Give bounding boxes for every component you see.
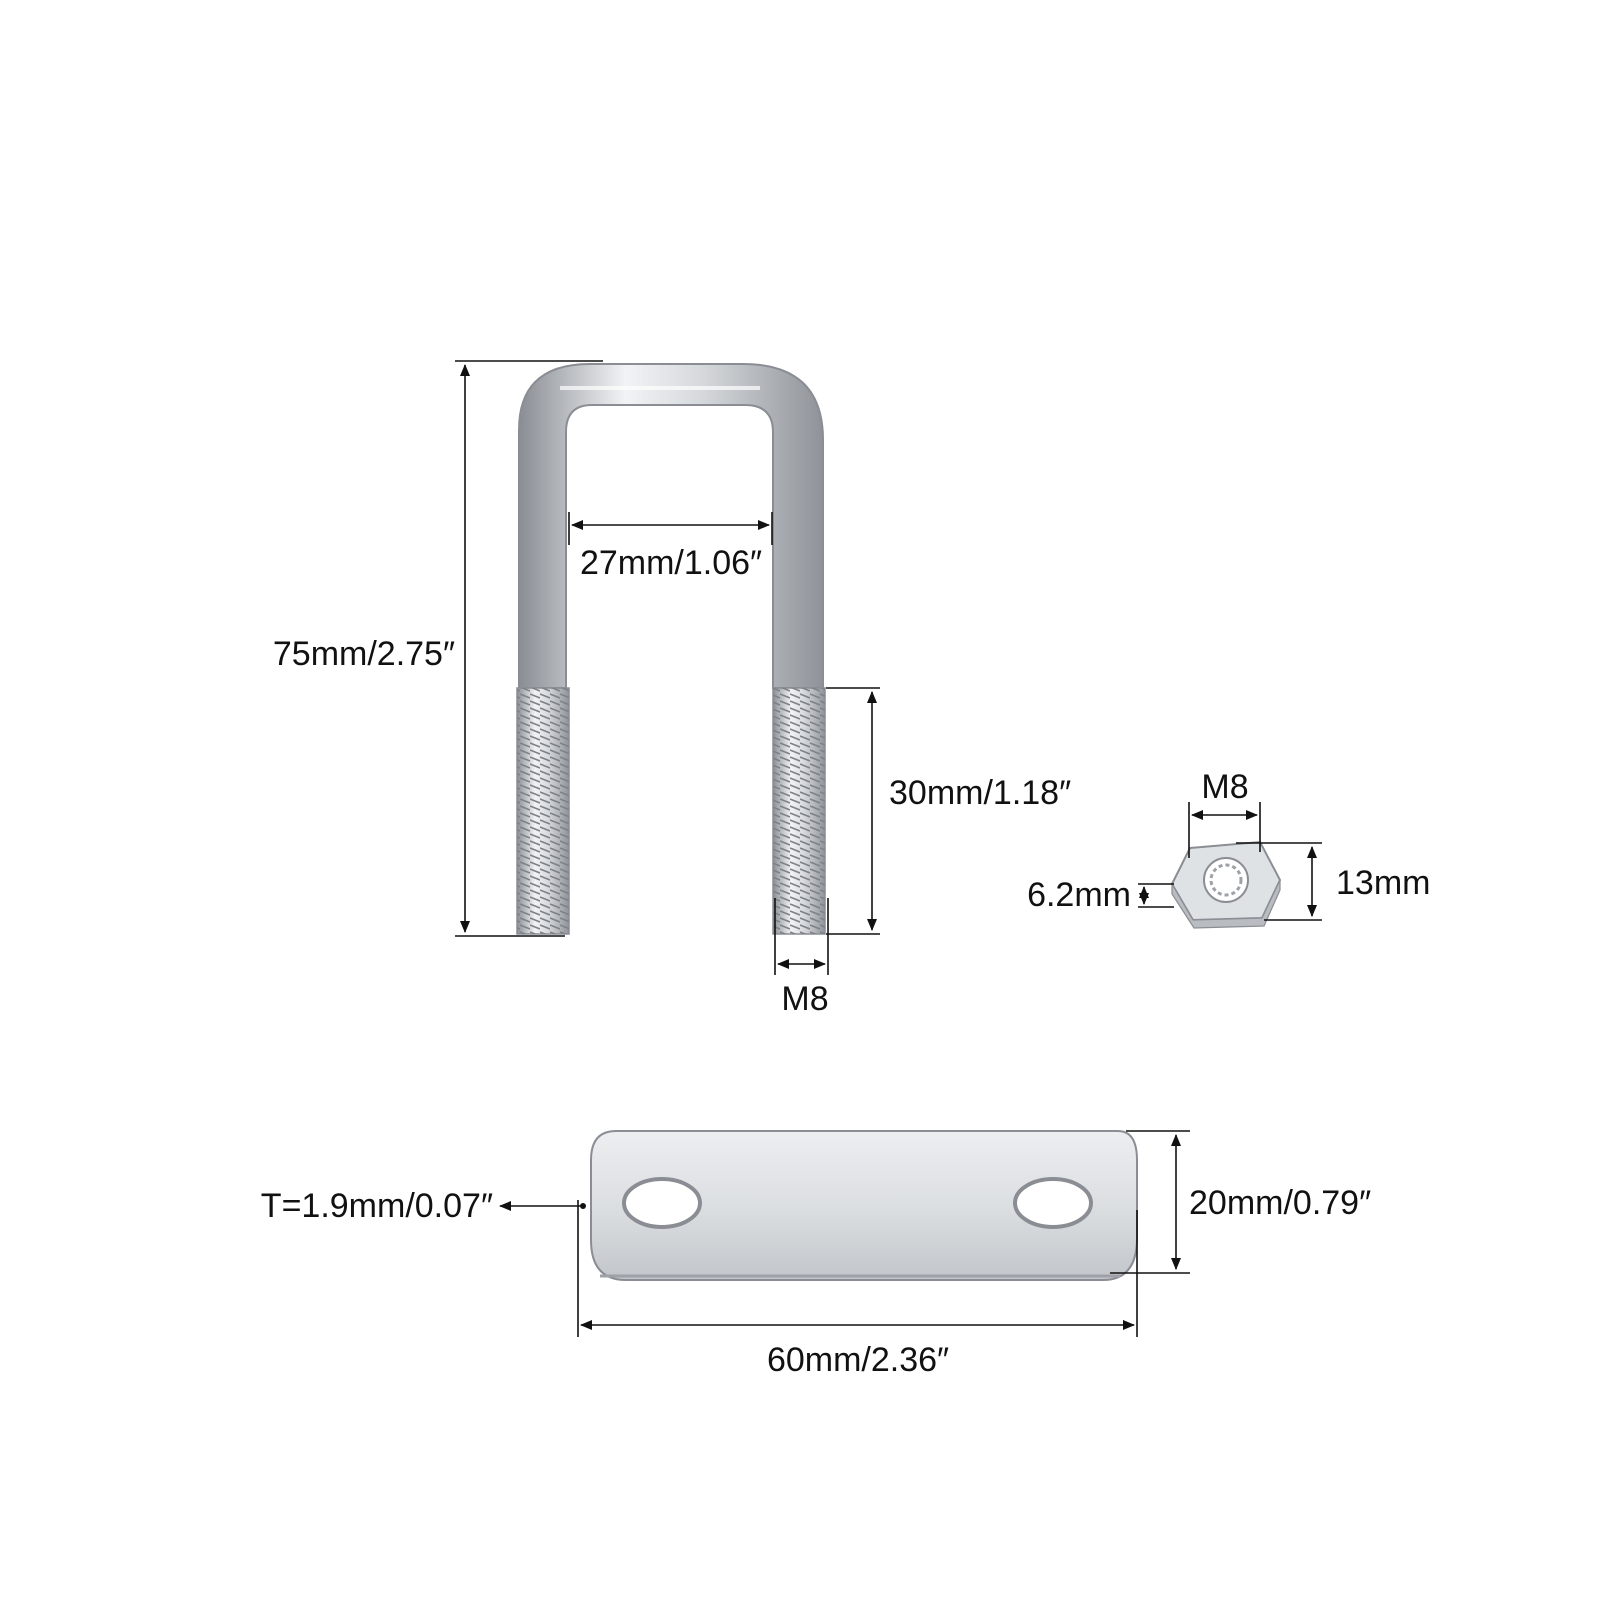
- nut-thickness-label: 6.2mm: [1027, 876, 1131, 914]
- plate-dimensions: [499, 1130, 1190, 1337]
- plate-slot-right: [1013, 1177, 1093, 1229]
- clamp-plate-body: [590, 1130, 1138, 1281]
- plate-thickness-label: T=1.9mm/0.07″: [260, 1187, 493, 1225]
- u-bolt-inner-width-label: 27mm/1.06″: [579, 544, 763, 582]
- plate-length-label: 60mm/2.36″: [766, 1341, 950, 1379]
- u-bolt-thread-size-label: M8: [781, 980, 829, 1018]
- nut-thread-label: M8: [1201, 768, 1249, 806]
- u-bolt-thread-length-label: 30mm/1.18″: [889, 774, 1072, 812]
- nut-width-label: 13mm: [1336, 864, 1431, 902]
- nut-dimensions: [1138, 802, 1322, 921]
- plate-height-label: 20mm/0.79″: [1189, 1184, 1372, 1222]
- u-bolt-body: [518, 363, 824, 689]
- clamp-plate-icon: [590, 1130, 1138, 1281]
- u-bolt-dimensions: [455, 360, 880, 975]
- plate-slot-left: [622, 1177, 702, 1229]
- u-bolt-icon: [516, 363, 826, 935]
- u-bolt-height-label: 75mm/2.75″: [272, 635, 455, 673]
